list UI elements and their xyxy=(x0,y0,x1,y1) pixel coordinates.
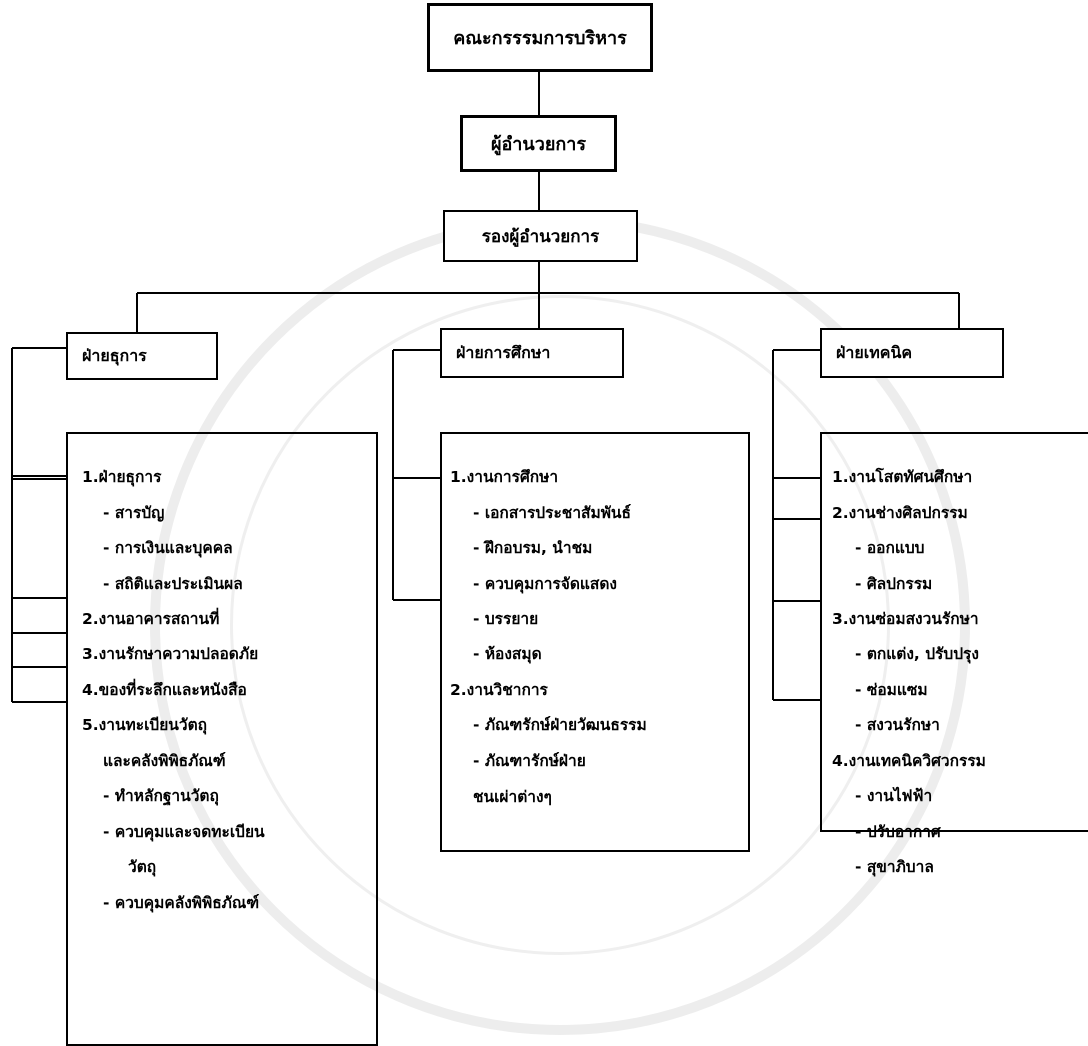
technical-item: 1.งานโสตทัศนศึกษา xyxy=(832,468,973,486)
education-item: - เอกสารประชาสัมพันธ์ xyxy=(473,504,631,522)
education-task-list xyxy=(440,432,750,852)
technical-task-list xyxy=(820,432,1088,832)
education-item: 2.งานวิชาการ xyxy=(450,681,548,699)
education-item: - ควบคุมการจัดแสดง xyxy=(473,575,617,593)
technical-item: - สงวนรักษา xyxy=(855,716,940,734)
technical-item: - สุขาภิบาล xyxy=(855,858,934,876)
admin-item: - ทำหลักฐานวัตถุ xyxy=(103,787,219,805)
department-admin-box: ฝ่ายธุการ xyxy=(66,332,218,380)
technical-item: 4.งานเทคนิควิศวกรรม xyxy=(832,752,986,770)
department-education-label: ฝ่ายการศึกษา xyxy=(456,342,551,362)
admin-item: 4.ของที่ระลึกและหนังสือ xyxy=(82,681,247,699)
department-education-box: ฝ่ายการศึกษา xyxy=(440,328,624,378)
admin-item: 2.งานอาคารสถานที่ xyxy=(82,610,220,628)
technical-item: - งานไฟฟ้า xyxy=(855,787,933,805)
education-item: - ภัณฑารักษ์ฝ่าย xyxy=(473,752,586,770)
technical-item: - ปรับอากาศ xyxy=(855,823,941,841)
department-technical-label: ฝ่ายเทคนิค xyxy=(836,342,913,362)
education-item: - ภัณฑรักษ์ฝ่ายวัฒนธรรม xyxy=(473,716,647,734)
admin-task-list xyxy=(66,432,378,1046)
director-box: ผู้อำนวยการ xyxy=(460,115,617,172)
deputy-box: รองผู้อำนวยการ xyxy=(443,210,638,262)
board-label: คณะกรรรมการบริหาร xyxy=(453,28,627,49)
technical-item: - ซ่อมแซม xyxy=(855,681,928,699)
technical-item: - ตกแต่ง, ปรับปรุง xyxy=(855,645,979,663)
technical-item: 2.งานช่างศิลปกรรม xyxy=(832,504,968,522)
department-technical-box: ฝ่ายเทคนิค xyxy=(820,328,1004,378)
admin-item: 1.ฝ่ายธุการ xyxy=(82,468,162,486)
admin-item: - ควบคุมและจดทะเบียน xyxy=(103,823,265,841)
technical-item: - ศิลปกรรม xyxy=(855,575,933,593)
admin-item: - ควบคุมคลังพิพิธภัณฑ์ xyxy=(103,894,260,912)
director-label: ผู้อำนวยการ xyxy=(490,134,587,155)
education-item: 1.งานการศึกษา xyxy=(450,468,559,486)
deputy-label: รองผู้อำนวยการ xyxy=(481,226,600,247)
board-box: คณะกรรรมการบริหาร xyxy=(427,3,653,72)
technical-item: 3.งานซ่อมสงวนรักษา xyxy=(832,610,979,628)
admin-item: - การเงินและบุคคล xyxy=(103,539,233,557)
education-item: - บรรยาย xyxy=(473,610,539,628)
technical-item: - ออกแบบ xyxy=(855,539,925,557)
admin-item: วัตถุ xyxy=(128,858,157,876)
watermark-seal-inner-ring xyxy=(230,295,890,955)
admin-item: - สารบัญ xyxy=(103,504,165,522)
department-admin-label: ฝ่ายธุการ xyxy=(82,345,147,365)
education-item: - ฝึกอบรม, นำชม xyxy=(473,539,593,557)
admin-item: 3.งานรักษาความปลอดภัย xyxy=(82,645,259,663)
admin-item: - สถิติและประเมินผล xyxy=(103,575,243,593)
admin-item: และคลังพิพิธภัณฑ์ xyxy=(103,752,226,770)
education-item: ชนเผ่าต่างๆ xyxy=(473,788,552,806)
admin-item: 5.งานทะเบียนวัตถุ xyxy=(82,716,208,734)
education-item: - ห้องสมุด xyxy=(473,645,542,663)
